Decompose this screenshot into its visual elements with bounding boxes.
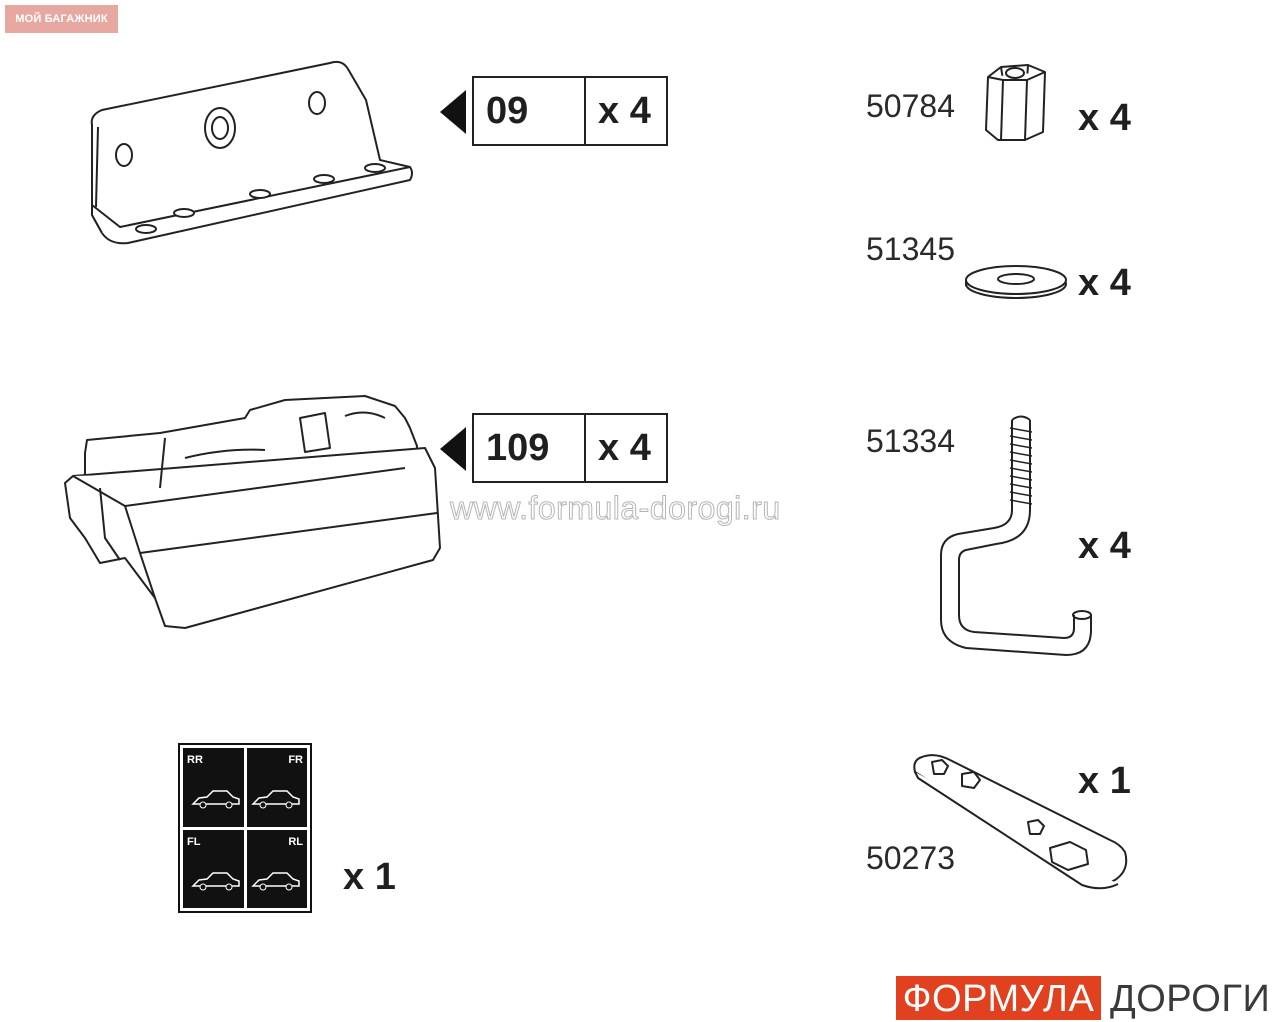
car-icon bbox=[191, 790, 240, 809]
part-qty: x 4 bbox=[1078, 97, 1131, 139]
part-code: 09 bbox=[474, 78, 586, 144]
part-code: 109 bbox=[474, 415, 586, 481]
hex-nut-icon bbox=[985, 64, 1046, 141]
part-qty: x 1 bbox=[1078, 760, 1131, 802]
sticker-label: RR bbox=[187, 754, 203, 766]
part-qty: x 4 bbox=[598, 89, 651, 132]
part-number: 51334 bbox=[866, 423, 955, 459]
wrench-plate-icon bbox=[913, 754, 1128, 890]
sticker-label: RL bbox=[288, 835, 303, 848]
pointer-arrow-icon bbox=[440, 90, 466, 134]
part-09-qty-box: 09 x 4 bbox=[472, 76, 668, 146]
position-sticker: RR FR FL RL bbox=[178, 743, 312, 913]
foot-pad-illustration bbox=[64, 395, 441, 629]
part-109-qty-box: 109 x 4 bbox=[472, 413, 668, 483]
part-qty: x 4 bbox=[598, 426, 651, 469]
watermark: www.formula-dorogi.ru bbox=[450, 490, 781, 527]
washer-icon bbox=[965, 265, 1067, 299]
site-badge: МОЙ БАГАЖНИК bbox=[5, 5, 118, 33]
sticker-cell-rl: RL bbox=[246, 829, 307, 908]
sticker-label: FL bbox=[187, 835, 201, 848]
brand-logo-part2: ДОРОГИ bbox=[1110, 978, 1271, 1020]
part-number: 50784 bbox=[866, 88, 955, 124]
sticker-cell-fr: FR bbox=[246, 748, 307, 827]
j-hook-bolt-icon bbox=[940, 415, 1092, 656]
part-number: 50273 bbox=[866, 840, 955, 876]
car-icon bbox=[250, 790, 300, 809]
part-qty: x 4 bbox=[1078, 525, 1131, 567]
car-icon bbox=[191, 871, 240, 890]
sticker-cell-fl: FL bbox=[183, 829, 244, 908]
sticker-label: FR bbox=[288, 754, 303, 766]
bracket-illustration bbox=[90, 60, 413, 245]
brand-logo-part1: ФОРМУЛА bbox=[896, 976, 1101, 1020]
sticker-cell-rr: RR bbox=[183, 748, 244, 827]
part-qty: x 4 bbox=[1078, 262, 1131, 304]
sticker-qty: x 1 bbox=[343, 856, 396, 898]
pointer-arrow-icon bbox=[440, 427, 466, 471]
part-number: 51345 bbox=[866, 231, 955, 267]
car-icon bbox=[250, 871, 300, 890]
